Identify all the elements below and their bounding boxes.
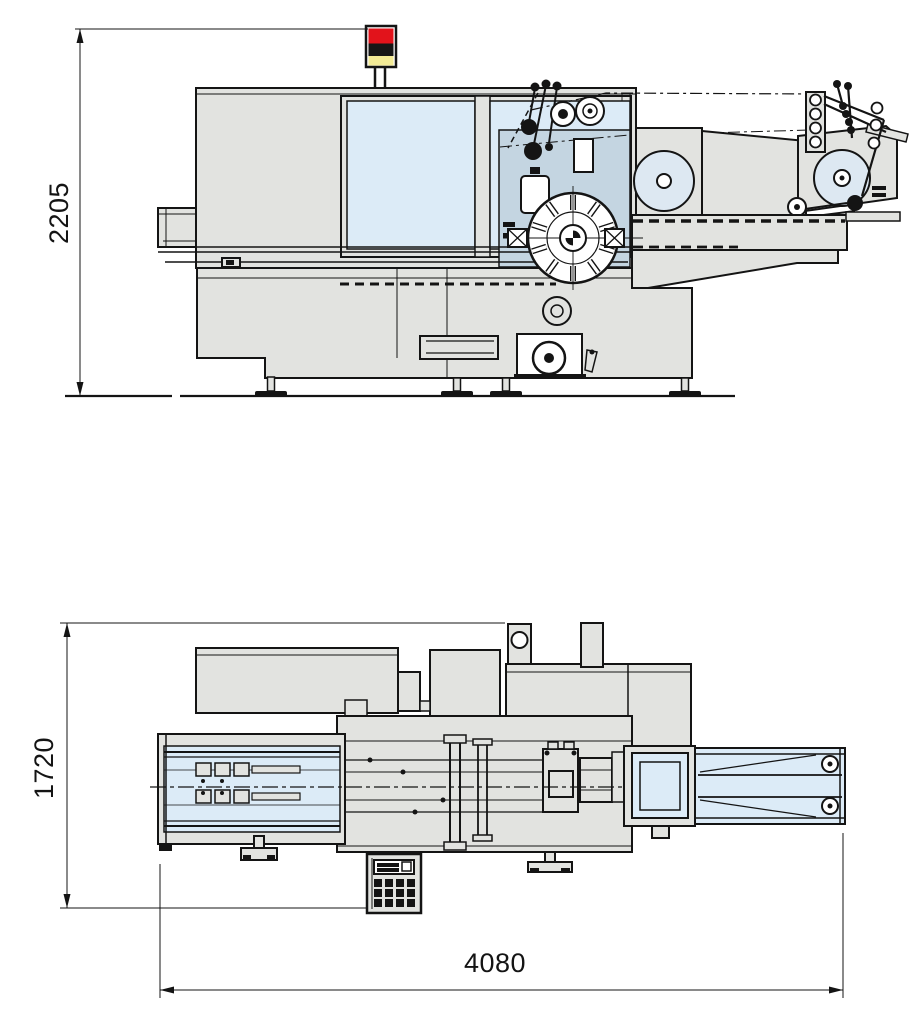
transfer-unit (623, 745, 696, 839)
machine-base (196, 267, 693, 379)
dimension-label-4080: 4080 (464, 948, 526, 978)
leveling-foot (490, 377, 522, 397)
control-panel-keypad (365, 852, 423, 915)
cross-slide (443, 734, 467, 851)
dimension-label-1720: 1720 (29, 737, 59, 799)
outfeed-conveyor-plan (694, 747, 846, 825)
machine-body-plan (314, 715, 633, 853)
cross-slide-2 (472, 738, 493, 842)
beacon-black-segment (368, 43, 394, 56)
window-mullion (474, 95, 491, 258)
side-elevation-view: 2205 (44, 24, 909, 398)
window-pane-left (346, 100, 476, 250)
clamp-symbol-left (507, 228, 528, 248)
dancer-roller (521, 119, 537, 135)
leveling-foot (669, 377, 701, 397)
product-guides (195, 762, 301, 804)
discharge-deck (631, 211, 901, 289)
beacon-yellow-lamp (368, 56, 394, 66)
body-foot-plan (527, 851, 573, 873)
interior-mechanism (503, 79, 643, 290)
top-plan-view: 1720 4080 (29, 622, 848, 998)
film-unwind-section (499, 80, 909, 289)
lifting-eye (510, 631, 529, 649)
nip-roller (847, 195, 863, 211)
dimension-plan-depth: 1720 (29, 622, 505, 909)
leveling-foot (441, 377, 473, 397)
dancer-roller-2 (524, 142, 542, 160)
leveling-foot (255, 376, 287, 397)
clamp-symbol-right (604, 228, 625, 248)
dimension-label-2205: 2205 (44, 182, 74, 244)
dimension-side-height: 2205 (44, 28, 368, 396)
conveyor-foot-plan (240, 835, 278, 861)
sealing-head (542, 741, 579, 813)
drive-motor (514, 340, 598, 379)
dimension-plan-length: 4080 (159, 833, 844, 998)
beacon-red-lamp (368, 28, 394, 44)
dancer-linkage (787, 80, 909, 219)
infeed-conveyor-plan (157, 733, 346, 861)
leveling-feet-side (255, 376, 701, 397)
keypad-buttons (374, 879, 415, 907)
handwheel (542, 296, 572, 326)
film-guide (573, 138, 594, 173)
signal-beacon (364, 24, 398, 88)
